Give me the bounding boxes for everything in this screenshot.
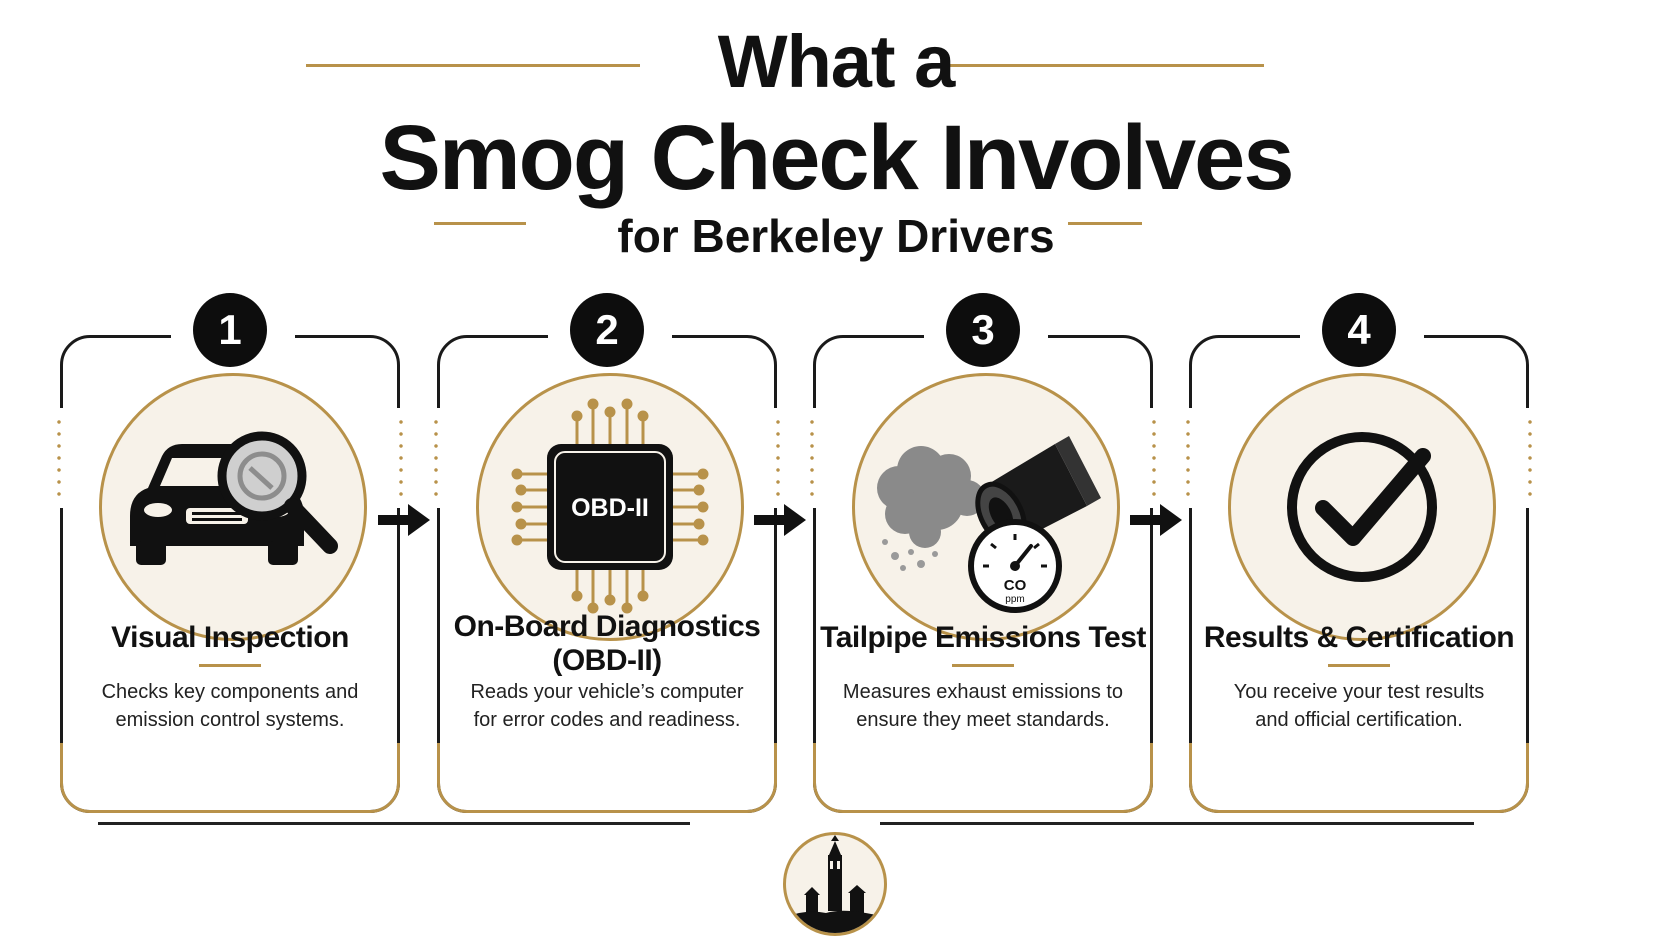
car-magnifier-icon <box>130 431 338 565</box>
dotted-accent <box>57 416 61 500</box>
icon-circle <box>1228 373 1496 641</box>
dotted-accent <box>434 416 438 500</box>
obd-chip-icon: OBD-II <box>511 398 709 614</box>
arrow-right-icon <box>754 504 806 536</box>
icon-circle <box>99 373 367 641</box>
step-description: You receive your test results and offici… <box>1202 678 1516 734</box>
arrow-right-icon <box>1130 504 1182 536</box>
campanile-tower-icon <box>786 835 884 933</box>
gauge-label: CO <box>1004 577 1027 594</box>
step-card-1: 1 Visual Inspection Checks key component… <box>57 293 403 813</box>
description-line: Measures exhaust emissions to <box>842 681 1124 703</box>
step-number-badge: 1 <box>193 293 267 367</box>
step-title: Visual Inspection <box>111 621 349 654</box>
title-underline <box>199 664 261 667</box>
step-title: Results & Certification <box>1203 621 1515 654</box>
dotted-accent <box>1528 416 1532 500</box>
step-number-badge: 4 <box>1322 293 1396 367</box>
chip-label: OBD-II <box>571 494 649 522</box>
step-description: Measures exhaust emissions to ensure the… <box>826 678 1140 734</box>
footer-emblem <box>783 832 887 936</box>
dotted-accent <box>1186 416 1190 500</box>
description-line: ensure they meet standards. <box>856 709 1110 731</box>
dotted-accent <box>1152 416 1156 500</box>
icon-circle: CO ppm <box>852 373 1120 641</box>
footer-line-left <box>98 822 690 825</box>
step-card-4: 4 Results & Certification You receive yo… <box>1186 293 1532 813</box>
step-description: Checks key components and emission contr… <box>73 678 387 734</box>
step-title: On-Board Diagnostics (OBD-II) <box>440 610 774 678</box>
dotted-accent <box>776 416 780 500</box>
subtitle-rule-left <box>434 222 526 225</box>
title-underline <box>1328 664 1390 667</box>
description-line: You receive your test results <box>1233 681 1485 703</box>
step-number-badge: 3 <box>946 293 1020 367</box>
page-subtitle: for Berkeley Drivers <box>617 210 1055 262</box>
dotted-accent <box>810 416 814 500</box>
description-line: for error codes and readiness. <box>473 709 741 731</box>
card-gold-bottom <box>1189 743 1529 813</box>
card-gold-bottom <box>813 743 1153 813</box>
dotted-accent <box>399 416 403 500</box>
subtitle-rule-right <box>1068 222 1142 225</box>
step-card-3: 3 <box>810 293 1156 813</box>
icon-circle: OBD-II <box>476 373 744 641</box>
description-line: and official certification. <box>1255 709 1463 731</box>
title-rule-left <box>306 64 640 67</box>
description-line: emission control systems. <box>115 709 345 731</box>
step-number-badge: 2 <box>570 293 644 367</box>
step-description: Reads your vehicle’s computer for error … <box>450 678 764 734</box>
card-gold-bottom <box>60 743 400 813</box>
step-card-2: 2 <box>434 293 780 813</box>
arrow-right-icon <box>378 504 430 536</box>
tailpipe-gauge-icon: CO ppm <box>877 436 1101 613</box>
page-title-line1: What a <box>717 20 956 103</box>
title-rule-right <box>930 64 1264 67</box>
step-title-line: On-Board Diagnostics <box>453 610 761 643</box>
step-title: Tailpipe Emissions Test <box>820 621 1146 654</box>
checkmark-circle-icon <box>1287 432 1437 582</box>
description-line: Checks key components and <box>101 681 359 703</box>
title-underline <box>952 664 1014 667</box>
gauge-unit: ppm <box>1005 594 1024 605</box>
page-title-line2: Smog Check Involves <box>379 107 1295 209</box>
step-title-line: (OBD-II) <box>552 644 662 677</box>
footer-line-right <box>880 822 1474 825</box>
description-line: Reads your vehicle’s computer <box>470 681 744 703</box>
card-gold-bottom <box>437 743 777 813</box>
